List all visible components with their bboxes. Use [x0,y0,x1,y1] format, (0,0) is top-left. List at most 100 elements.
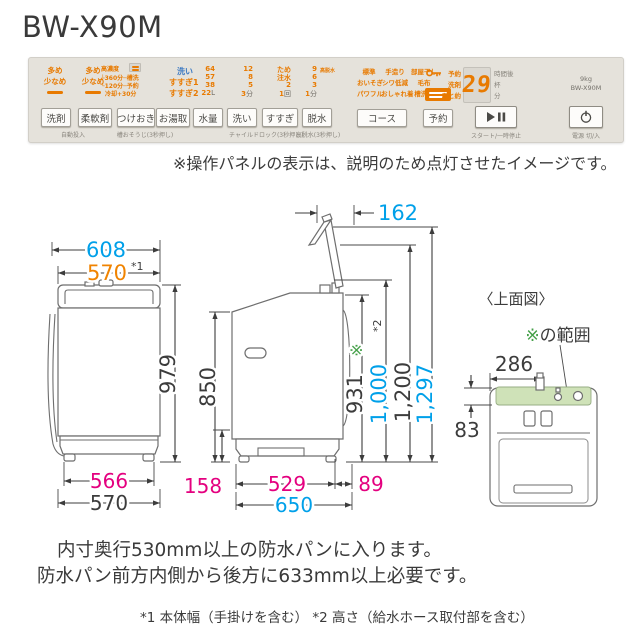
tub-clean-label: 槽おそうじ(3秒押し) [116,132,174,139]
water-level-2: 57 [205,73,215,81]
detergent-level-indicator [47,91,63,94]
hours-unit-label: 時間後 [494,70,514,78]
spin-time-4: 1分 [305,90,317,98]
svg-text:1,297: 1,297 [413,364,437,424]
spec-line-2: 防水パン前方内側から後方に633mm以上必要です。 [37,566,478,587]
drain-hose [47,313,65,457]
detergent-remain-label: 洗剤 [448,81,461,89]
water-inlet [535,376,545,391]
svg-text:529: 529 [268,472,306,496]
dim-side-body-height: 850 [194,311,230,462]
water-level-button: 水量 [193,108,223,127]
timer-value: 29 [460,72,494,98]
course-item: シワ低減 [382,79,408,87]
course-grid: 標準 手造り 部屋干し おいそぎ シワ低減 毛布 パワフル おしゃれ着 槽洗浄 [357,66,439,99]
spin-time-1: 9 [312,65,317,73]
start-pause-button [475,106,517,128]
front-base [59,435,159,455]
dim-side-rear-overhang: 89 [335,464,386,499]
top-lid [498,438,589,504]
spec-line-1: 内寸奥行530mm以上の防水パンに入ります。 [57,540,442,561]
top-lid-handle [513,484,573,494]
reserve-button: 予約 [423,109,453,127]
footref-1: *1 [131,260,144,273]
open-lid [323,219,344,289]
dim-side-rear-height: 931 ※ *2 [341,294,386,462]
svg-text:1,000: 1,000 [367,364,391,424]
dimension-diagram: 608 570 *1 979 566 570 [47,199,598,520]
dim-front-body-width: 570 *1 [57,258,160,288]
soak-option-3: 冷却+30分 [105,91,137,98]
svg-text:570: 570 [90,491,128,515]
dim-front-height: 979 [154,284,183,463]
front-foot-right [142,453,155,462]
reserve-label: 予約 [448,70,461,78]
side-machine-drawing [231,213,351,463]
top-machine-drawing [489,372,598,507]
dim-top-depth: 83 [452,375,492,445]
dispenser-door-right [540,410,553,427]
range-mark: ※ [525,326,539,346]
svg-text:650: 650 [275,493,313,517]
spin-button: 脱水 [302,108,332,127]
panel-model-label: BW-X90M [570,84,602,92]
svg-text:608: 608 [86,238,126,262]
child-lock-indicator [425,88,451,101]
dim-side-lid-top-height: 1,297 [333,226,440,463]
water-level-3: 38 [205,81,215,89]
dispenser-door-left [523,410,536,427]
hot-water-button: お湯取 [156,108,190,127]
course-item: 毛布 [417,79,431,87]
softener-button: 柔軟剤 [78,108,112,127]
footref-2: *2 [371,320,384,333]
range-leader-line [559,344,568,392]
dim-lid-projection: 162 [295,199,421,228]
start-pause-label: スタート/一時停止 [470,133,522,140]
top-body [489,387,598,507]
detergent-more-label: 多め [47,66,63,75]
dim-front-outer-width: 608 [51,236,161,282]
soak-option-1: ├360分─槽洗 [101,75,139,82]
power-icon [580,110,592,123]
side-handle [244,347,267,359]
course-item: パワフル [357,90,383,98]
water-level-4: 22L [201,89,215,97]
course-item: おしゃれ着 [381,90,414,98]
auto-dispense-label: 自動投入 [60,132,85,139]
front-body [57,307,161,437]
wash-time-4: 3分 [241,90,253,98]
minutes-unit-label: 分 [494,92,501,100]
capacity-label: 9kg [579,75,593,83]
range-mark-side: ※ [347,343,366,356]
dim-side-total-depth: 650 [235,491,353,520]
softener-level-indicator [85,91,101,94]
dim-side-lid-mid-height: 1,200 [340,244,418,462]
hot-water-rinse1-label: すすぎ1 [169,78,199,87]
model-title: BW-X90M [22,10,163,44]
power-label: 電源 切/入 [572,133,600,140]
power-button [569,106,603,128]
svg-text:162: 162 [378,201,418,225]
play-pause-icon [487,112,506,122]
top-view: 〈上面図〉 ※の範囲 286 83 [452,290,598,507]
front-machine-drawing [47,279,161,462]
svg-text:566: 566 [90,469,128,493]
hot-water-wash-label: 洗い [177,67,193,76]
soak-mini-display [129,63,141,72]
dim-top-width: 286 [489,350,542,391]
course-item: 部屋干し [411,68,437,76]
front-foot-left [63,453,76,462]
course-item: おいそぎ [357,79,383,87]
footnotes: *1 本体幅（手掛けを含む） *2 高さ（給水ホース取付部を含む） [140,610,534,626]
soak-option-2: └120分─予約 [101,83,139,90]
control-panel: 多め 少なめ 洗剤 多め 少なめ 柔軟剤 自動投入 高濃度 ├360分─槽洗 └… [28,57,624,143]
course-item: 槽洗浄 [414,90,434,98]
detergent-less-label: 少なめ [43,77,67,86]
wash-button: 洗い [227,108,257,127]
svg-text:286: 286 [495,352,533,376]
range-label: ※の範囲 [525,326,590,346]
svg-text:979: 979 [156,354,180,394]
panel-note: ※操作パネルの表示は、説明のため点灯させたイメージです。 [173,154,617,173]
spin-high-label: 高脱水 [320,68,336,74]
